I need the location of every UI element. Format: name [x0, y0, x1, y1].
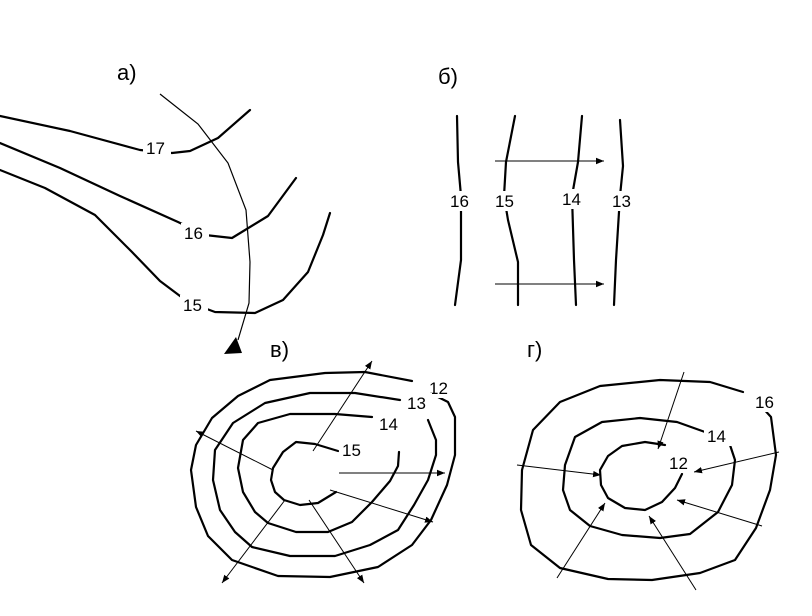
gradient-arrow-n — [657, 371, 685, 450]
contour-line-16 — [519, 378, 778, 582]
contour-line-17 — [0, 108, 252, 155]
gradient-arrow-se — [329, 489, 434, 523]
gradient-arrow-e — [693, 451, 780, 474]
contour-line-13 — [612, 118, 625, 307]
gradient-arrow-w — [516, 464, 602, 478]
panel-b-title: б) — [438, 64, 458, 89]
contour-label-17: 17 — [146, 139, 165, 158]
gradient-arrow-w — [195, 430, 274, 471]
contour-label-16: 16 — [755, 393, 774, 412]
contour-label-15: 15 — [342, 441, 361, 460]
contour-label-16: 16 — [184, 224, 203, 243]
gradient-arrow-n — [312, 360, 373, 452]
contour-label-14: 14 — [562, 190, 581, 209]
panel-g: г) 16 14 12 — [516, 337, 780, 591]
contour-label-16: 16 — [450, 192, 469, 211]
gradient-arrow-s — [648, 515, 697, 591]
gradient-arrow-sw — [221, 499, 286, 584]
contour-label-12: 12 — [429, 379, 448, 398]
contour-line-15 — [269, 440, 340, 507]
panel-a-title: а) — [117, 60, 137, 85]
panel-a: а) 17 16 15 — [0, 60, 332, 354]
contour-label-13: 13 — [612, 192, 631, 211]
contour-label-15: 15 — [495, 192, 514, 211]
contour-label-14: 14 — [379, 415, 398, 434]
gradient-line — [159, 93, 251, 341]
contour-line-12 — [598, 440, 684, 512]
contour-line-12 — [189, 370, 457, 579]
gradient-arrow-sw — [556, 502, 606, 579]
arrowhead-icon — [224, 337, 242, 354]
contour-line-15 — [0, 168, 332, 315]
contour-label-14: 14 — [707, 427, 726, 446]
contour-label-12: 12 — [669, 454, 688, 473]
panel-v-title: в) — [270, 337, 289, 362]
contour-line-14 — [236, 412, 401, 534]
contour-line-14 — [561, 416, 737, 540]
gradient-arrow-s — [308, 499, 365, 584]
contour-label-15: 15 — [183, 296, 202, 315]
panel-g-title: г) — [527, 337, 542, 362]
gradient-arrow-se — [676, 499, 763, 527]
panel-b: б) 16 15 14 13 — [438, 64, 635, 307]
contour-label-13: 13 — [407, 394, 426, 413]
panel-v: в) 12 13 14 15 — [189, 337, 457, 584]
contour-line-14 — [570, 114, 584, 307]
contour-line-13 — [211, 391, 438, 558]
